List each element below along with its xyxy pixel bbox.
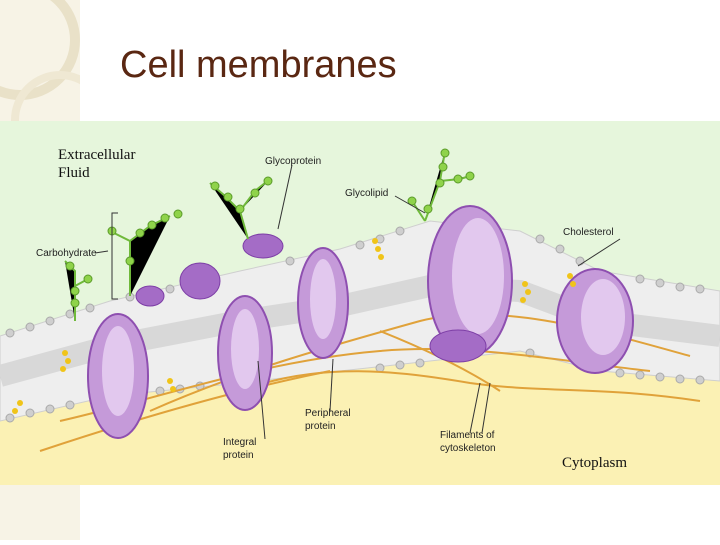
carbohydrate-label: Carbohydrate: [36, 248, 97, 259]
glycoprotein-label: Glycoprotein: [265, 156, 322, 167]
cytoplasm-label: Cytoplasm: [562, 455, 628, 471]
cell-membrane-diagram: Extracellular Fluid Glycoprotein Glycoli…: [0, 121, 720, 485]
peripheral-protein-label: Peripheral protein: [305, 408, 351, 432]
leader-lines: [94, 164, 621, 440]
integral-protein-label: Integral protein: [223, 437, 257, 461]
inner-phospholipid-heads: [5, 348, 705, 423]
slide-title: Cell membranes: [120, 44, 397, 86]
cholesterol-molecules: [12, 238, 576, 414]
extracellular-fluid-label: Extracellular Fluid: [58, 147, 136, 181]
membrane-illustration: [0, 121, 720, 485]
cytoskeleton-filaments-label: Filaments of cytoskeleton: [440, 430, 496, 454]
cholesterol-label: Cholesterol: [563, 227, 614, 238]
glycolipid-label: Glycolipid: [345, 188, 389, 199]
integral-proteins: [87, 205, 634, 439]
peripheral-proteins: [135, 233, 487, 363]
sugar-units: [65, 148, 475, 308]
